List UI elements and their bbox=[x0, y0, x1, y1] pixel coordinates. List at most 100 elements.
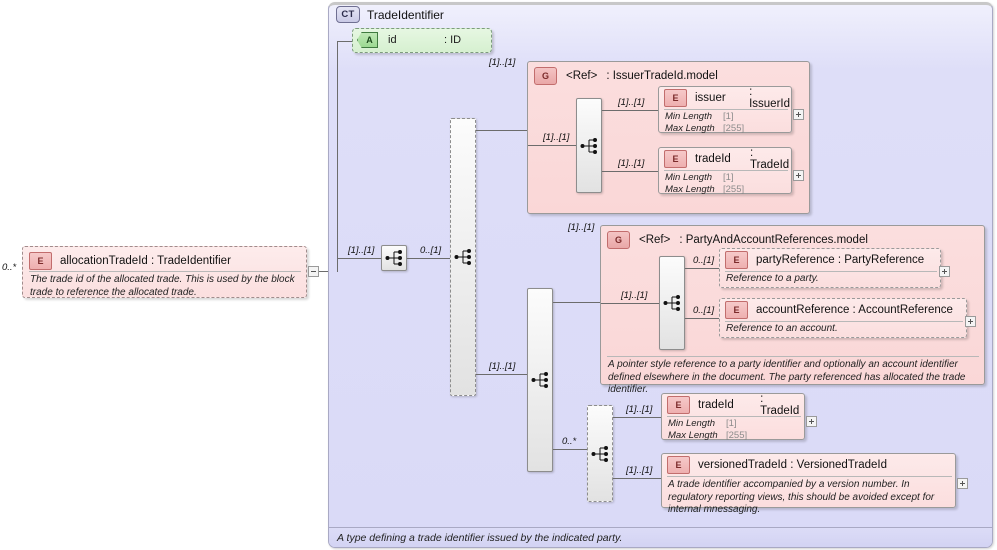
facet-value: [1] bbox=[726, 418, 737, 429]
group-documentation: A pointer style reference to a party ide… bbox=[608, 359, 966, 395]
element-name: partyReference : PartyReference bbox=[756, 254, 925, 266]
left-element-cardinality: 0..* bbox=[2, 262, 17, 273]
expander-plus-versioned-trade-id[interactable] bbox=[957, 478, 968, 489]
element-account-reference[interactable]: E accountReference : AccountReference Re… bbox=[719, 298, 967, 338]
connector-attr-spine bbox=[337, 41, 338, 272]
element-label: allocationTradeId : TradeIdentifier bbox=[60, 255, 231, 267]
facet-value: [255] bbox=[723, 183, 745, 195]
element-allocation-trade-id[interactable]: E allocationTradeId : TradeIdentifier Th… bbox=[22, 246, 307, 298]
connector-lower-to-party-model bbox=[553, 302, 601, 303]
element-icon: E bbox=[667, 396, 690, 414]
connector-group1-in bbox=[528, 145, 576, 146]
group-ref-label: <Ref> bbox=[639, 234, 671, 246]
cardinality-party-reference: 0..[1] bbox=[693, 255, 715, 266]
sequence-icon bbox=[591, 445, 608, 462]
expander-minus-allocation-trade-id[interactable] bbox=[308, 266, 319, 277]
expander-plus-account-reference[interactable] bbox=[965, 316, 976, 327]
connector-group2-in bbox=[601, 303, 659, 304]
divider bbox=[607, 356, 979, 357]
divider bbox=[725, 271, 937, 272]
divider bbox=[667, 476, 952, 477]
expander-plus-issuer[interactable] bbox=[793, 109, 804, 120]
expander-plus-party-reference[interactable] bbox=[939, 266, 950, 277]
element-name: accountReference : AccountReference bbox=[756, 304, 953, 316]
cardinality-group1-inner: [1]..[1] bbox=[543, 132, 570, 143]
facet-label: Min Length bbox=[665, 111, 713, 122]
element-documentation: The trade id of the allocated trade. Thi… bbox=[30, 274, 295, 298]
complextype-icon: CT bbox=[336, 6, 360, 23]
compositor-lower-choice[interactable] bbox=[527, 288, 553, 472]
element-icon: E bbox=[664, 150, 687, 168]
group-issuer-trade-id-model[interactable]: G <Ref> : IssuerTradeId.model [1]..[1] [… bbox=[527, 61, 810, 214]
element-icon: E bbox=[29, 252, 52, 270]
expander-plus-bottom-trade-id[interactable] bbox=[806, 416, 817, 427]
cardinality-versioned-tradeid: [1]..[1] bbox=[626, 465, 653, 476]
element-documentation: Reference to a party. bbox=[726, 273, 819, 284]
facet-label: Max Length bbox=[665, 183, 715, 195]
element-name: issuer bbox=[695, 92, 726, 104]
attribute-icon: A bbox=[357, 32, 378, 48]
compositor-root-sequence[interactable] bbox=[381, 245, 407, 271]
attribute-type: : ID bbox=[444, 34, 462, 46]
element-documentation: A trade identifier accompanied by a vers… bbox=[668, 479, 935, 515]
compositor-trade-choice[interactable] bbox=[587, 405, 613, 502]
expander-plus-group1-trade-id[interactable] bbox=[793, 170, 804, 181]
complextype-footer: A type defining a trade identifier issue… bbox=[329, 527, 992, 547]
connector-group1-issuer bbox=[602, 110, 658, 111]
divider bbox=[664, 170, 788, 171]
connector-trade-choice-versioned bbox=[613, 478, 661, 479]
element-icon: E bbox=[664, 89, 687, 107]
element-icon: E bbox=[725, 301, 748, 319]
group-name: : IssuerTradeId.model bbox=[606, 70, 718, 82]
element-documentation: Reference to an account. bbox=[726, 323, 838, 334]
connector-root-in bbox=[337, 258, 382, 259]
group-ref-label: <Ref> bbox=[566, 70, 598, 82]
attribute-id[interactable]: A id : ID bbox=[352, 28, 492, 53]
sequence-icon bbox=[385, 250, 402, 266]
connector-trade-choice-tradeid bbox=[613, 417, 661, 418]
attribute-name: id bbox=[388, 34, 397, 46]
cardinality-group2-inner: [1]..[1] bbox=[621, 290, 648, 301]
cardinality-issuer: [1]..[1] bbox=[618, 97, 645, 108]
element-group1-trade-id[interactable]: E tradeId : TradeId Min Length[1] Max Le… bbox=[658, 147, 792, 195]
group-header: G <Ref> : IssuerTradeId.model bbox=[534, 67, 718, 85]
cardinality-bottom-tradeid: [1]..[1] bbox=[626, 404, 653, 415]
group-icon: G bbox=[534, 67, 557, 85]
compositor-outer-choice[interactable] bbox=[450, 118, 476, 396]
cardinality-lower-trade: 0..* bbox=[562, 436, 577, 447]
divider bbox=[667, 416, 801, 417]
facet-label: Max Length bbox=[665, 122, 715, 134]
element-name: versionedTradeId : VersionedTradeId bbox=[698, 459, 888, 471]
facet-label: Max Length bbox=[668, 429, 718, 441]
connector-outer-to-issuer-model bbox=[476, 130, 528, 131]
connector-group2-account bbox=[685, 318, 719, 319]
element-party-reference[interactable]: E partyReference : PartyReference Refere… bbox=[719, 248, 941, 288]
connector-group2-party bbox=[685, 268, 719, 269]
facet-value: [1] bbox=[723, 111, 734, 122]
connector-group1-tradeid bbox=[602, 171, 658, 172]
element-facets: Min Length[1] Max Length[255] bbox=[665, 172, 744, 195]
divider bbox=[29, 271, 301, 272]
compositor-group1-sequence[interactable] bbox=[576, 98, 602, 193]
element-issuer[interactable]: E issuer : IssuerId Min Length[1] Max Le… bbox=[658, 86, 792, 134]
cardinality-party-model: [1]..[1] bbox=[568, 222, 595, 233]
connector-attr-stub bbox=[337, 41, 352, 42]
facet-value: [255] bbox=[723, 122, 745, 134]
connector-outer-to-lower bbox=[476, 374, 528, 375]
divider bbox=[725, 321, 963, 322]
cardinality-root-in: [1]..[1] bbox=[348, 245, 375, 256]
sequence-icon bbox=[663, 295, 680, 311]
group-party-and-account-references-model[interactable]: G <Ref> : PartyAndAccountReferences.mode… bbox=[600, 225, 985, 395]
group-icon: G bbox=[607, 231, 630, 249]
element-versioned-trade-id[interactable]: E versionedTradeId : VersionedTradeId A … bbox=[661, 453, 956, 515]
page-title: TradeIdentifier bbox=[367, 7, 444, 22]
cardinality-root-out: 0..[1] bbox=[420, 245, 442, 256]
connector-root-out bbox=[407, 258, 450, 259]
element-facets: Min Length[1] Max Length[255] bbox=[668, 418, 747, 441]
facet-value: [1] bbox=[723, 172, 734, 183]
cardinality-issuer-model: [1]..[1] bbox=[489, 57, 516, 68]
compositor-group2-sequence[interactable] bbox=[659, 256, 685, 350]
element-bottom-trade-id[interactable]: E tradeId : TradeId Min Length[1] Max Le… bbox=[661, 393, 805, 441]
connector-lower-to-trade-choice bbox=[553, 449, 587, 450]
